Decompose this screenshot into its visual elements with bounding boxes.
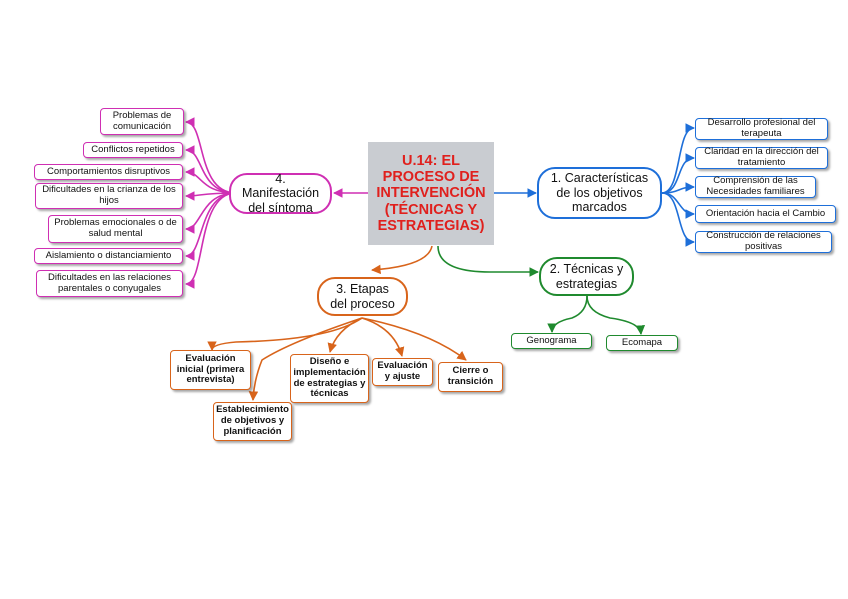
pink-item-3-label: Comportamientos disruptivos — [46, 165, 171, 177]
pink-item-3: Comportamientos disruptivos — [34, 164, 183, 180]
blue-item-4: Orientación hacia el Cambio — [695, 205, 836, 223]
pink-item-5: Problemas emocionales o de salud mental — [48, 215, 183, 243]
branch-tecnicas-label: 2. Técnicas y estrategias — [549, 262, 624, 291]
blue-item-4-label: Orientación hacia el Cambio — [705, 207, 826, 219]
edge-b2-item1 — [547, 295, 588, 333]
edge-b3-item2 — [248, 317, 363, 401]
orange-item-3: Diseño e implementación de estrategias y… — [290, 354, 369, 403]
branch-etapas: 3. Etapas del proceso — [317, 277, 408, 316]
edge-b4-item7 — [185, 192, 237, 289]
orange-item-1-label: Evaluación inicial (primera entrevista) — [176, 352, 245, 386]
branch-etapas-label: 3. Etapas del proceso — [330, 282, 395, 311]
blue-item-2-label: Claridad en la dirección del tratamiento — [704, 146, 819, 168]
branch-tecnicas: 2. Técnicas y estrategias — [539, 257, 634, 296]
blue-item-2: Claridad en la dirección del tratamiento — [695, 146, 828, 169]
central-topic: U.14: EL PROCESO DE INTERVENCIÓN (TÉCNIC… — [368, 142, 494, 245]
edge-b1-item5 — [661, 192, 695, 247]
orange-item-2-label: Establecimiento de objetivos y planifica… — [216, 404, 289, 437]
pink-item-5-label: Problemas emocionales o de salud mental — [54, 217, 177, 239]
orange-item-1: Evaluación inicial (primera entrevista) — [170, 350, 251, 390]
pink-item-7-label: Dificultades en las relaciones parentale… — [47, 271, 172, 294]
edge-b1-item1 — [661, 123, 695, 194]
pink-item-7: Dificultades en las relaciones parentale… — [36, 270, 183, 297]
orange-item-2: Establecimiento de objetivos y planifica… — [213, 402, 292, 441]
blue-item-3: Comprensión de las Necesidades familiare… — [695, 175, 816, 198]
orange-item-5-label: Cierre o transición — [447, 365, 494, 387]
blue-item-5-label: Construcción de relaciones positivas — [706, 230, 821, 252]
edge-b1-item4 — [661, 192, 695, 219]
edge-b4-item1 — [185, 117, 237, 194]
branch-caracteristicas-label: 1. Características de los objetivos marc… — [550, 171, 649, 215]
blue-item-3-label: Comprensión de las Necesidades familiare… — [706, 175, 805, 197]
branch-manifestacion: 4. Manifestación del síntoma — [229, 171, 332, 215]
blue-item-5: Construcción de relaciones positivas — [695, 230, 832, 253]
green-item-genograma-label: Genograma — [526, 334, 577, 346]
edge-b1-item3 — [661, 182, 695, 194]
edge-b3-item5 — [361, 317, 467, 361]
edge-b3-item3 — [327, 317, 363, 353]
pink-item-4-label: Dificultades en la crianza de los hijos — [42, 184, 176, 206]
edge-center-branch3 — [371, 245, 433, 275]
orange-item-4-label: Evaluación y ajuste — [377, 360, 428, 382]
pink-item-4: Dificultades en la crianza de los hijos — [35, 183, 183, 209]
pink-item-1-label: Problemas de comunicación — [112, 109, 172, 132]
orange-item-4: Evaluación y ajuste — [372, 358, 433, 386]
central-topic-label: U.14: EL PROCESO DE INTERVENCIÓN (TÉCNIC… — [376, 152, 486, 234]
orange-item-3-label: Diseño e implementación de estrategias y… — [293, 355, 366, 400]
pink-item-1: Problemas de comunicación — [100, 108, 184, 135]
orange-item-5: Cierre o transición — [438, 362, 503, 392]
edge-b3-item4 — [361, 317, 405, 357]
edge-center-branch2 — [437, 245, 539, 277]
edge-b3-item1 — [207, 317, 363, 351]
pink-item-2-label: Conflictos repetidos — [91, 143, 175, 155]
pink-item-2: Conflictos repetidos — [83, 142, 183, 158]
pink-item-6-label: Aislamiento o distanciamiento — [45, 249, 172, 261]
green-item-ecomapa-label: Ecomapa — [621, 336, 663, 348]
branch-manifestacion-label: 4. Manifestación del síntoma — [241, 171, 320, 215]
pink-item-6: Aislamiento o distanciamiento — [34, 248, 183, 264]
blue-item-1: Desarrollo profesional del terapeuta — [695, 117, 828, 140]
green-item-ecomapa: Ecomapa — [606, 335, 678, 351]
edge-b2-item2 — [586, 295, 646, 335]
branch-caracteristicas: 1. Características de los objetivos marc… — [537, 167, 662, 219]
blue-item-1-label: Desarrollo profesional del terapeuta — [707, 117, 816, 139]
green-item-genograma: Genograma — [511, 333, 592, 349]
